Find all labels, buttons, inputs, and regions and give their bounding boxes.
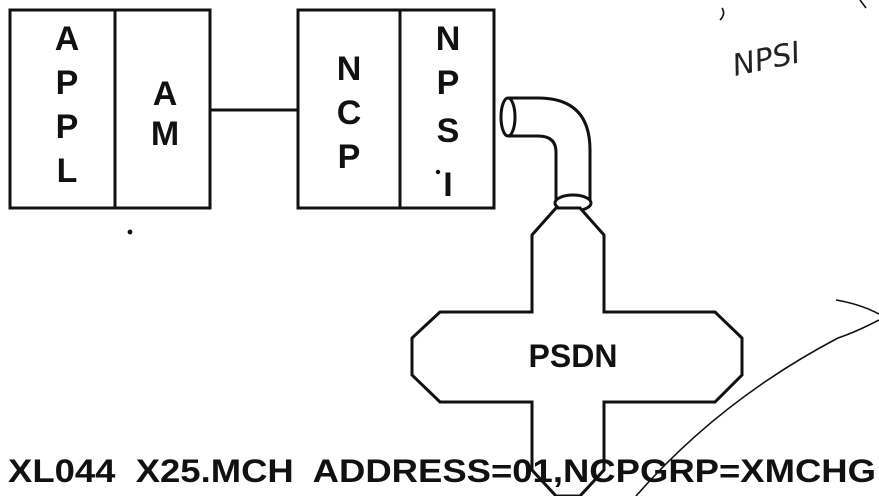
am-letter-1: A <box>153 75 178 113</box>
npsi-letter-1: N <box>436 20 461 58</box>
npsi-letter-3: S <box>437 112 460 150</box>
npsi-letter-2: P <box>437 64 460 102</box>
appl-letter-1: A <box>55 20 80 58</box>
config-caption: XL044 X25.MCH ADDRESS=01,NCPGRP=XMCHG <box>8 453 876 489</box>
psdn-label: PSDN <box>529 338 618 374</box>
appl-letter-2: P <box>56 64 79 102</box>
speck-dot <box>436 170 440 174</box>
am-letter-2: M <box>151 115 179 153</box>
ncp-letter-1: N <box>337 50 362 88</box>
handwritten-note: NPSI <box>729 35 803 83</box>
appl-letter-4: L <box>57 152 78 190</box>
pipe-icon <box>501 98 591 211</box>
handwritten-mark <box>720 8 724 20</box>
handwritten-mark <box>860 0 866 8</box>
controller-box <box>298 10 494 208</box>
ncp-letter-3: P <box>338 138 361 176</box>
speck-dot <box>128 230 133 235</box>
handwritten-arrow-head <box>836 300 879 314</box>
npsi-letter-4: I <box>443 166 452 204</box>
ncp-letter-2: C <box>337 94 362 132</box>
appl-letter-3: P <box>56 108 79 146</box>
host-box <box>10 10 210 208</box>
